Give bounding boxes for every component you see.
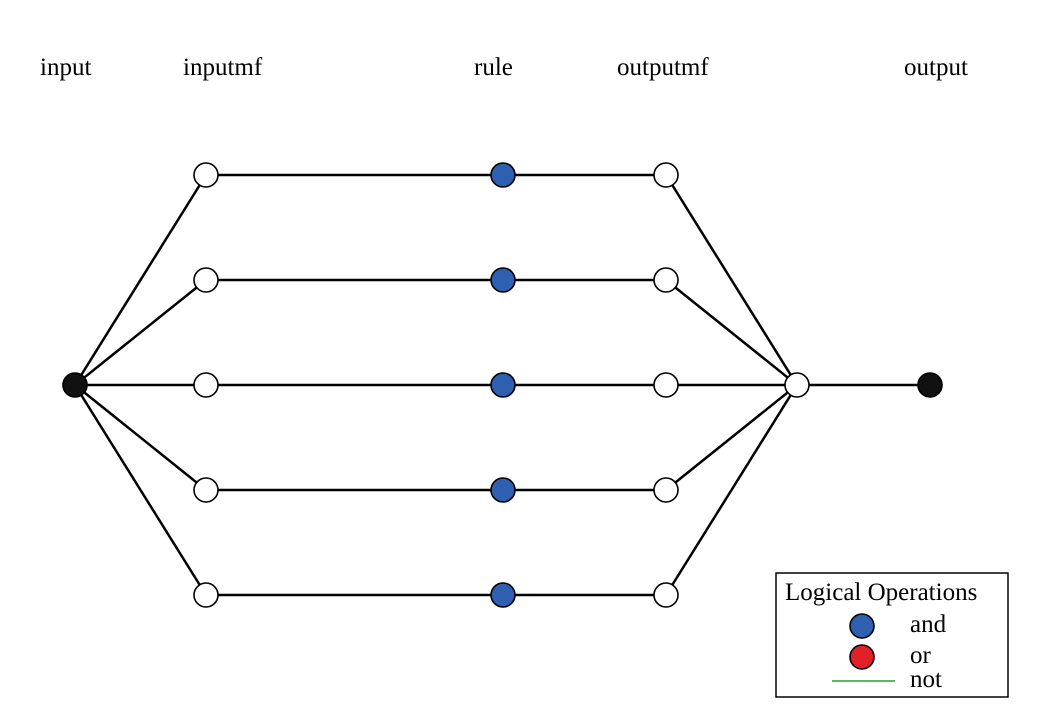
- outputmf-node: [653, 477, 679, 503]
- rule-node: [490, 162, 516, 188]
- edge-outputmf-to-aggregate: [664, 174, 799, 386]
- network-edges: [73, 173, 930, 597]
- edge-input-to-inputmf: [74, 279, 207, 386]
- rule-node: [490, 372, 516, 398]
- rule-node: [490, 582, 516, 608]
- input-node: [62, 372, 88, 398]
- outputmf-node: [653, 267, 679, 293]
- column-label-rule: rule: [474, 54, 513, 81]
- network-nodes: [62, 162, 943, 608]
- legend-not-label: not: [910, 666, 942, 693]
- inputmf-node: [193, 582, 219, 608]
- edge-outputmf-to-aggregate: [664, 384, 799, 596]
- legend-box: [775, 572, 1009, 698]
- legend-and-marker: [849, 613, 875, 639]
- legend-or-marker: [849, 644, 875, 670]
- edge-input-to-inputmf: [73, 384, 208, 596]
- outputmf-node: [653, 582, 679, 608]
- legend-and-label: and: [910, 611, 947, 638]
- output-node: [917, 372, 943, 398]
- column-label-outputmf: outputmf: [617, 54, 709, 81]
- inputmf-node: [193, 372, 219, 398]
- aggregate-node: [784, 372, 810, 398]
- rule-node: [490, 267, 516, 293]
- legend-or-label: or: [910, 642, 932, 669]
- inputmf-node: [193, 162, 219, 188]
- edge-outputmf-to-aggregate: [665, 384, 798, 491]
- outputmf-node: [653, 162, 679, 188]
- legend-title: Logical Operations: [785, 579, 977, 606]
- column-label-input: input: [40, 54, 91, 81]
- rule-node: [490, 477, 516, 503]
- outputmf-node: [653, 372, 679, 398]
- column-label-output: output: [904, 54, 968, 81]
- inputmf-node: [193, 477, 219, 503]
- edge-outputmf-to-aggregate: [665, 279, 798, 386]
- inputmf-node: [193, 267, 219, 293]
- edge-input-to-inputmf: [74, 384, 207, 491]
- legend: Logical Operations and or not: [775, 572, 1009, 698]
- edge-input-to-inputmf: [73, 174, 208, 386]
- column-label-inputmf: inputmf: [183, 54, 263, 81]
